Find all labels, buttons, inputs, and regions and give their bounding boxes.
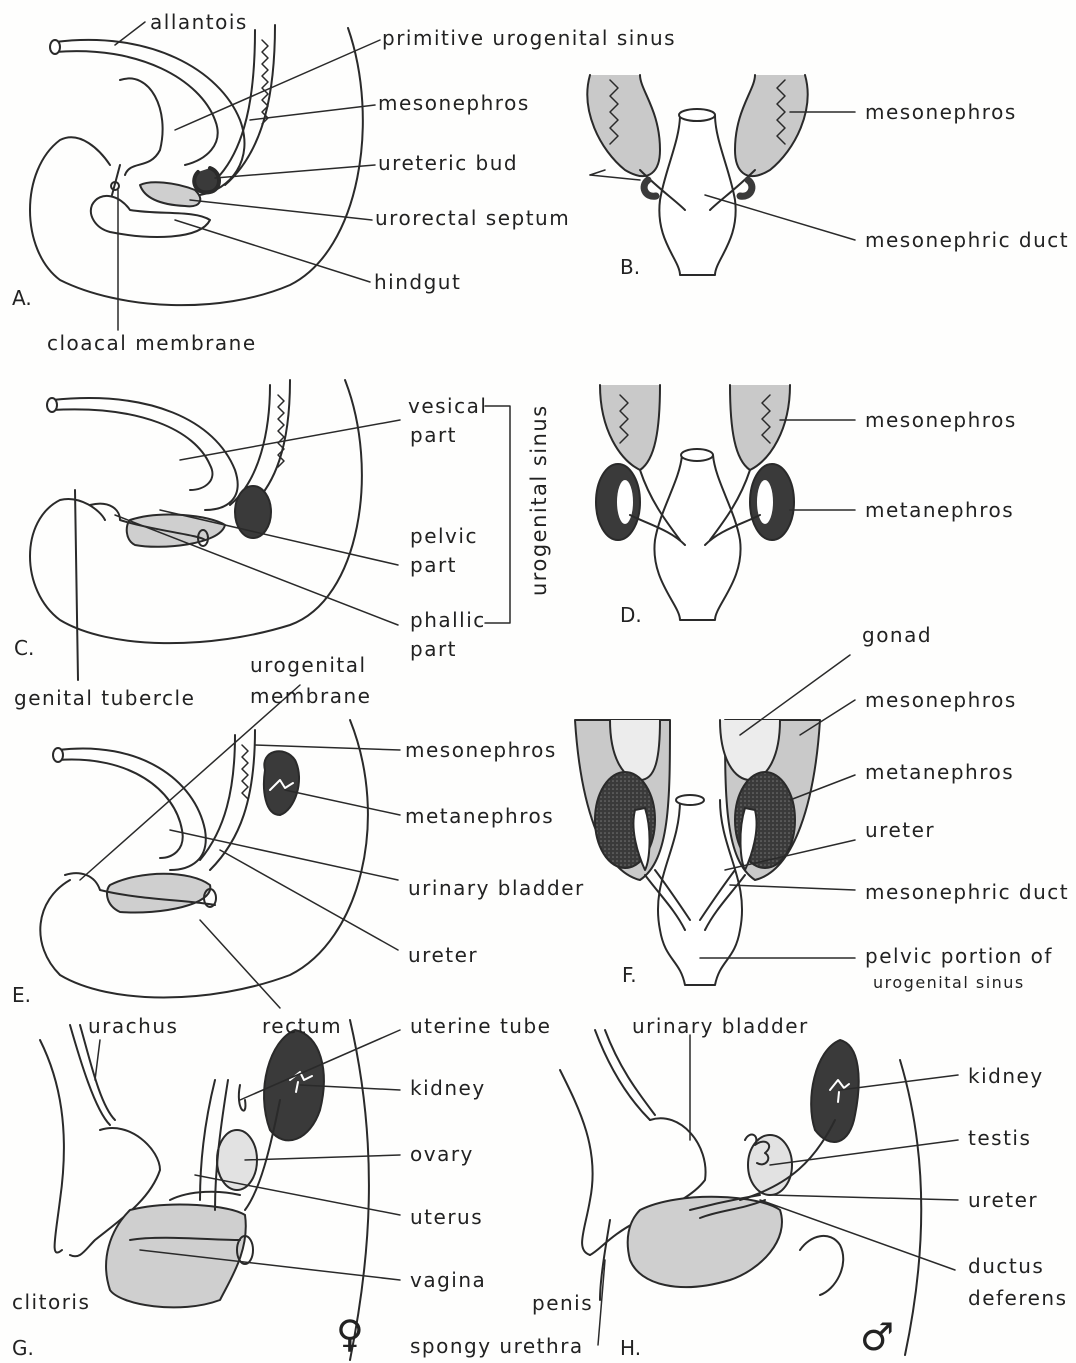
label-phallic: phallic: [410, 610, 486, 630]
label-urinary-bladder: urinary bladder: [408, 878, 585, 898]
label-h-kidney: kidney: [968, 1066, 1044, 1086]
male-symbol: ♂: [860, 1318, 894, 1356]
panel-e-drawing: [40, 720, 368, 998]
panel-label-e: E.: [12, 985, 31, 1005]
panel-f-drawing: [575, 720, 820, 985]
label-h-urinary-bladder: urinary bladder: [632, 1016, 809, 1036]
label-testis: testis: [968, 1128, 1031, 1148]
label-spongy-urethra: spongy urethra: [410, 1336, 584, 1356]
label-clitoris: clitoris: [12, 1292, 90, 1312]
label-primitive-urogenital-sinus: primitive urogenital sinus: [382, 28, 676, 48]
label-membrane: membrane: [250, 686, 371, 706]
label-cloacal-membrane: cloacal membrane: [47, 333, 257, 353]
label-vesical-part: part: [410, 425, 457, 445]
label-urogenital: urogenital: [250, 655, 367, 675]
panel-label-g: G.: [12, 1338, 34, 1358]
label-g-kidney: kidney: [410, 1078, 486, 1098]
label-urachus: urachus: [88, 1016, 178, 1036]
panel-a-leaders: [115, 22, 380, 330]
panel-label-b: B.: [620, 257, 640, 277]
panel-b-drawing: [587, 75, 807, 275]
label-e-ureter: ureter: [408, 945, 478, 965]
panel-d-drawing: [596, 385, 794, 620]
label-allantois: allantois: [150, 12, 248, 32]
label-deferens: deferens: [968, 1288, 1068, 1308]
label-ureteric-bud: ureteric bud: [378, 153, 518, 173]
metanephros-c: [235, 486, 271, 538]
label-hindgut: hindgut: [374, 272, 461, 292]
panel-h-drawing: [560, 1030, 921, 1355]
label-vesical: vesical: [408, 396, 487, 416]
ureteric-bud-a: [194, 168, 219, 192]
label-phallic-part: part: [410, 639, 457, 659]
label-pelvic: pelvic: [410, 526, 478, 546]
label-d-metanephros: metanephros: [865, 500, 1014, 520]
label-f-metanephros: metanephros: [865, 762, 1014, 782]
label-ductus: ductus: [968, 1256, 1044, 1276]
panel-label-f: F.: [622, 965, 637, 985]
label-a-mesonephros: mesonephros: [378, 93, 530, 113]
label-uterine-tube: uterine tube: [410, 1016, 551, 1036]
label-b-mesonephros: mesonephros: [865, 102, 1017, 122]
rectum-h: [628, 1197, 782, 1287]
label-b-mesonephric-duct: mesonephric duct: [865, 230, 1069, 250]
panel-c-drawing: [30, 380, 362, 680]
label-urogenital-sinus-vertical: urogenital sinus: [529, 421, 550, 596]
female-symbol: ♀: [336, 1315, 364, 1353]
label-f-ureter: ureter: [865, 820, 935, 840]
urogenital-sinus-b: [659, 115, 735, 275]
panel-label-d: D.: [620, 605, 642, 625]
label-gonad: gonad: [862, 625, 932, 645]
label-vagina: vagina: [410, 1270, 486, 1290]
label-e-mesonephros: mesonephros: [405, 740, 557, 760]
embryo-outline-e: [40, 720, 368, 998]
embryo-outline-h: [900, 1060, 921, 1355]
label-pelvic-part: part: [410, 555, 457, 575]
label-e-metanephros: metanephros: [405, 806, 554, 826]
label-genital-tubercle: genital tubercle: [14, 688, 195, 708]
label-rectum: rectum: [262, 1016, 342, 1036]
label-uterus: uterus: [410, 1207, 483, 1227]
panel-e-leaders: [80, 685, 400, 1008]
label-pelvic-portion-of: pelvic portion of: [865, 946, 1053, 966]
label-f-mesonephric-duct: mesonephric duct: [865, 882, 1069, 902]
rectum-g: [106, 1205, 246, 1308]
panel-label-a: A.: [12, 288, 32, 308]
label-h-ureter: ureter: [968, 1190, 1038, 1210]
label-f-urogenital-sinus: urogenital sinus: [873, 975, 1025, 991]
embryo-outline-c: [30, 380, 362, 643]
urorectal-septum-shape: [140, 182, 200, 206]
mesonephros-b-right: [735, 75, 808, 176]
label-d-mesonephros: mesonephros: [865, 410, 1017, 430]
kidney-h: [811, 1040, 858, 1142]
label-ovary: ovary: [410, 1144, 474, 1164]
embryo-outline-g: [350, 1020, 369, 1360]
mesonephros-b-left: [587, 75, 660, 176]
panel-label-c: C.: [14, 638, 34, 658]
panel-label-h: H.: [620, 1338, 641, 1358]
label-urorectal-septum: urorectal septum: [375, 208, 570, 228]
label-penis: penis: [532, 1293, 593, 1313]
label-f-mesonephros: mesonephros: [865, 690, 1017, 710]
